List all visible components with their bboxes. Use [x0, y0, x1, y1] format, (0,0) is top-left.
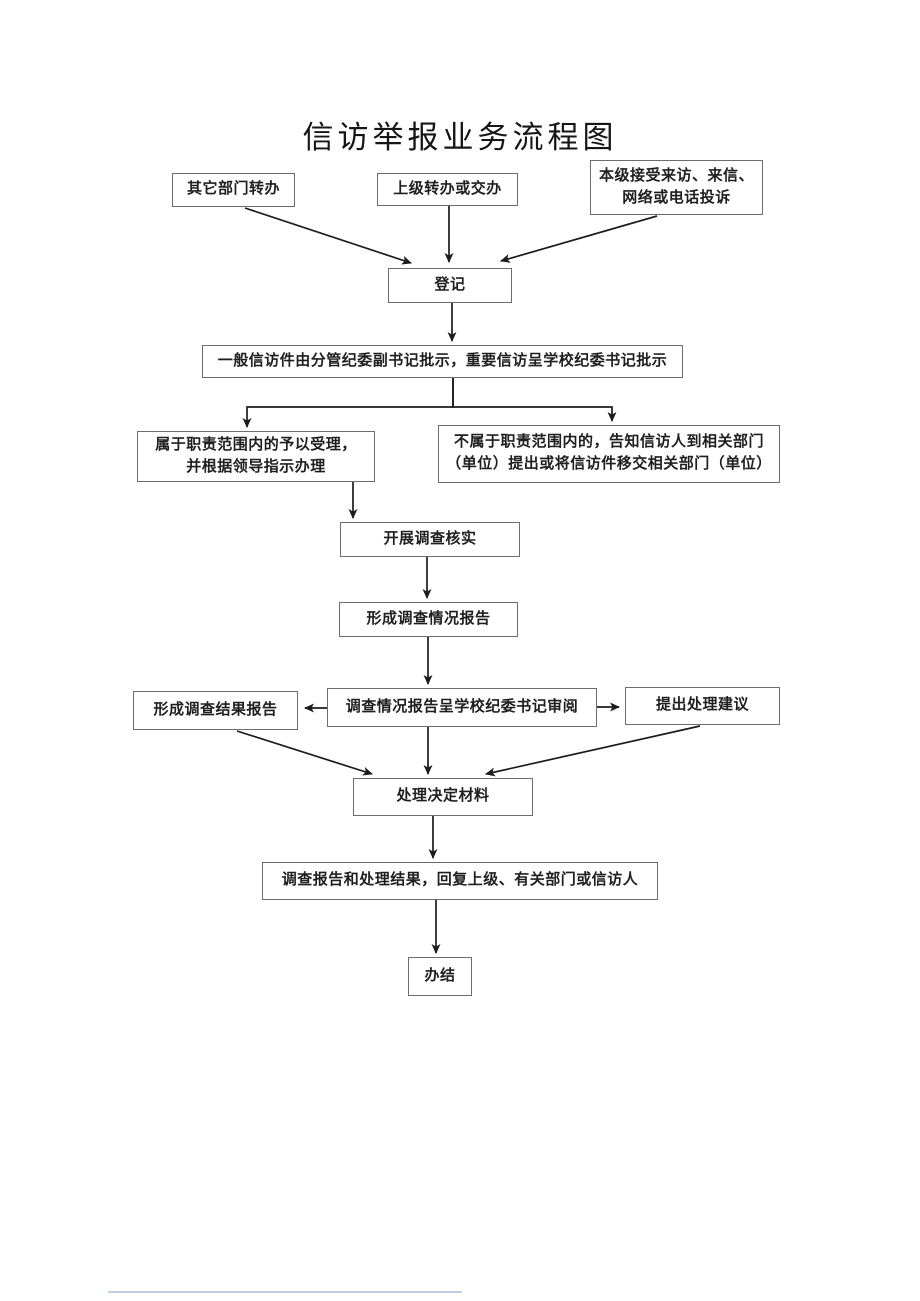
node-decision-material: 处理决定材料	[353, 778, 533, 816]
node-local-accept: 本级接受来访、来信、 网络或电话投诉	[590, 160, 763, 215]
edge-local-accept-to-register	[500, 215, 658, 263]
node-leader-approval: 一般信访件由分管纪委副书记批示，重要信访呈学校纪委书记批示	[202, 345, 683, 378]
node-within-scope: 属于职责范围内的予以受理， 并根据领导指示办理	[137, 431, 375, 482]
node-out-of-scope: 不属于职责范围内的，告知信访人到相关部门 （单位）提出或将信访件移交相关部门（单…	[438, 425, 780, 483]
node-secretary-review: 调查情况报告呈学校纪委书记审阅	[327, 688, 597, 727]
node-result-report: 形成调查结果报告	[133, 691, 298, 730]
edge-handling-suggestion-to-decision-material	[485, 725, 701, 777]
page-bottom-edge-artifact	[108, 1291, 462, 1293]
node-investigate: 开展调查核实	[340, 522, 520, 557]
edge-leader-approval-to-within-scope	[242, 378, 454, 428]
edge-other-dept-to-register	[244, 207, 412, 265]
node-situation-report: 形成调查情况报告	[339, 602, 518, 637]
node-other-dept: 其它部门转办	[172, 173, 295, 207]
page-title: 信访举报业务流程图	[302, 120, 618, 155]
edge-leader-approval-to-out-of-scope	[452, 378, 617, 422]
node-higher-level: 上级转办或交办	[377, 173, 518, 206]
node-register: 登记	[388, 268, 512, 303]
node-handling-suggestion: 提出处理建议	[625, 687, 780, 725]
edge-result-report-to-decision-material	[236, 730, 373, 776]
node-reply: 调查报告和处理结果，回复上级、有关部门或信访人	[262, 862, 658, 900]
node-complete: 办结	[408, 957, 472, 996]
